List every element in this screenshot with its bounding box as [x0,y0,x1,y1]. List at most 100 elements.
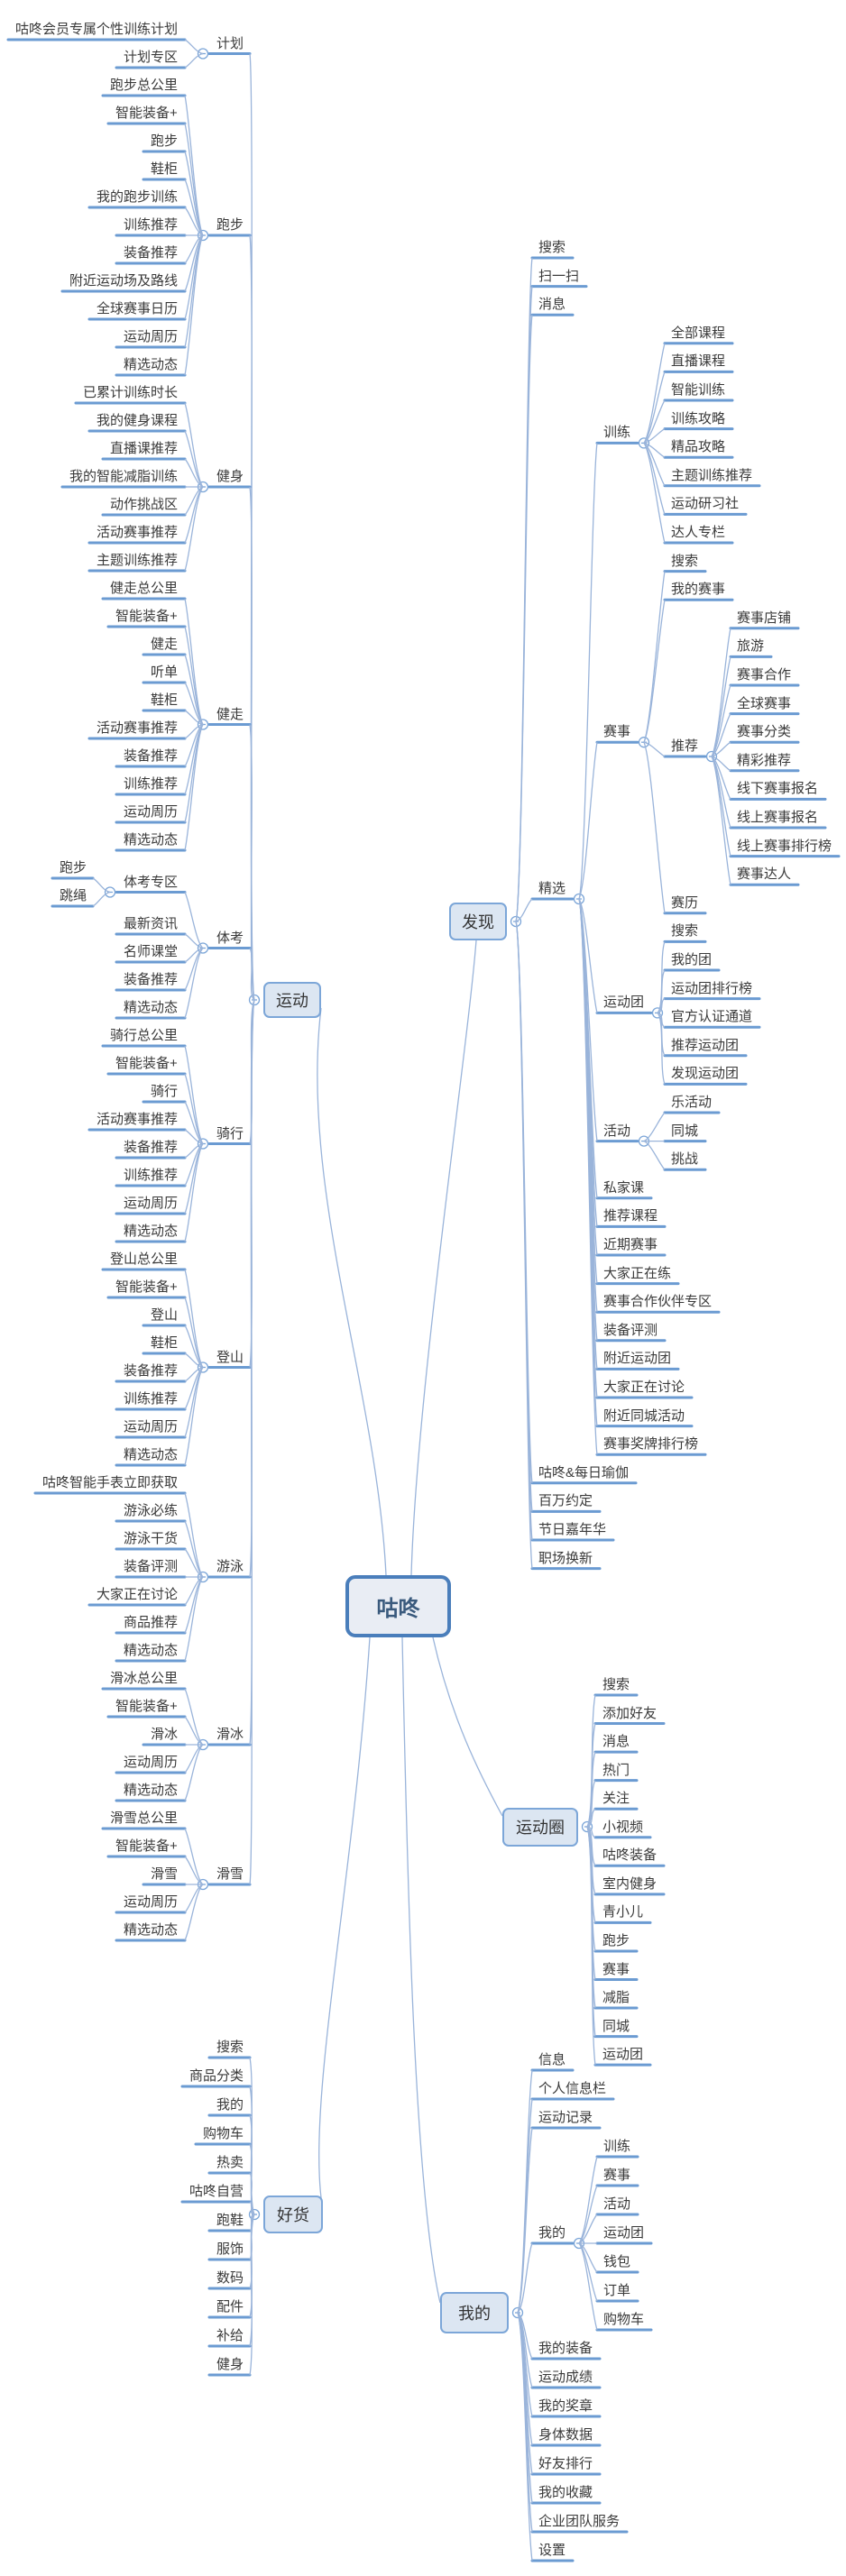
topic-label[interactable]: 智能装备+ [115,1056,178,1071]
topic-label[interactable]: 活动赛事推荐 [97,525,179,540]
topic-label[interactable]: 热卖 [216,2155,244,2170]
topic-label[interactable]: 推荐课程 [603,1208,658,1224]
topic-label[interactable]: 小视频 [602,1819,644,1835]
topic-label[interactable]: 跑鞋 [216,2213,244,2228]
topic-label[interactable]: 听单 [151,665,179,680]
topic-label[interactable]: 主题训练推荐 [671,467,753,483]
topic-label[interactable]: 青小儿 [602,1904,644,1921]
topic-label[interactable]: 运动团 [602,2047,644,2063]
topic-label[interactable]: 训练推荐 [124,1168,179,1183]
topic-label[interactable]: 全球赛事日历 [97,301,179,316]
topic-label[interactable]: 附近运动场及路线 [69,273,179,289]
topic-label[interactable]: 购物车 [203,2126,244,2141]
topic-label[interactable]: 运动周历 [124,1419,179,1435]
topic-label[interactable]: 旅游 [737,638,765,655]
central-topic[interactable]: 咕咚 [345,1575,451,1637]
topic-label[interactable]: 信息 [538,2052,566,2067]
branch-topic[interactable]: 好货 [263,2196,323,2233]
topic-label[interactable]: 订单 [603,2283,631,2298]
topic-label[interactable]: 我的收藏 [538,2485,593,2500]
topic-label[interactable]: 跑步 [602,1932,630,1948]
topic-label[interactable]: 装备评测 [603,1322,658,1338]
topic-label[interactable]: 扫一扫 [538,268,580,284]
topic-label[interactable]: 计划 [216,35,244,51]
topic-label[interactable]: 减脂 [602,1990,630,2006]
topic-label[interactable]: 商品分类 [189,2068,244,2084]
topic-label[interactable]: 精彩推荐 [737,752,792,768]
topic-label[interactable]: 健走 [216,706,244,722]
topic-label[interactable]: 装备推荐 [124,1140,179,1155]
topic-label[interactable]: 我的装备 [538,2341,593,2356]
topic-label[interactable]: 最新资讯 [124,916,179,931]
topic-label[interactable]: 钱包 [603,2254,631,2269]
topic-label[interactable]: 健身 [216,2357,244,2372]
topic-label[interactable]: 我的 [538,2225,566,2241]
topic-label[interactable]: 体考专区 [124,874,179,890]
topic-label[interactable]: 配件 [216,2299,244,2315]
topic-label[interactable]: 精选动态 [124,1643,179,1658]
topic-label[interactable]: 我的跑步训练 [97,189,179,205]
topic-label[interactable]: 精选动态 [124,1922,179,1938]
topic-label[interactable]: 赛历 [671,894,699,911]
topic-label[interactable]: 运动团 [603,2225,645,2241]
topic-label[interactable]: 滑雪 [151,1866,179,1882]
topic-label[interactable]: 附近同城活动 [603,1407,685,1424]
topic-label[interactable]: 跑步 [216,217,244,233]
topic-label[interactable]: 精品攻略 [671,439,726,455]
topic-label[interactable]: 名师课堂 [124,944,179,959]
topic-label[interactable]: 活动 [603,1123,631,1139]
topic-label[interactable]: 全部课程 [671,325,726,341]
topic-label[interactable]: 运动周历 [124,1755,179,1770]
branch-topic[interactable]: 运动圈 [502,1807,578,1847]
topic-label[interactable]: 赛事合作伙伴专区 [603,1294,713,1310]
topic-label[interactable]: 滑冰总公里 [110,1671,179,1686]
topic-label[interactable]: 训练 [603,2139,631,2154]
topic-label[interactable]: 咕咚会员专属个性训练计划 [15,22,179,37]
topic-label[interactable]: 智能装备+ [115,1279,178,1295]
topic-label[interactable]: 推荐运动团 [671,1037,740,1053]
topic-label[interactable]: 鞋柜 [151,1335,179,1351]
topic-label[interactable]: 主题训练推荐 [97,553,179,568]
topic-label[interactable]: 企业团队服务 [538,2514,621,2529]
topic-label[interactable]: 跑步 [60,860,87,875]
topic-label[interactable]: 直播课程 [671,353,726,370]
topic-label[interactable]: 运动周历 [124,804,179,820]
topic-label[interactable]: 乐活动 [671,1095,713,1110]
topic-label[interactable]: 精选动态 [124,832,179,848]
topic-label[interactable]: 登山 [216,1349,244,1365]
topic-label[interactable]: 挑战 [671,1151,699,1168]
topic-label[interactable]: 滑冰 [151,1727,179,1742]
topic-label[interactable]: 大家正在讨论 [97,1587,179,1602]
topic-label[interactable]: 体考 [216,930,244,946]
topic-label[interactable]: 计划专区 [124,50,179,65]
topic-label[interactable]: 跑步总公里 [110,78,179,93]
topic-label[interactable]: 滑冰 [216,1727,244,1742]
topic-label[interactable]: 我的团 [671,952,713,967]
topic-label[interactable]: 我的赛事 [671,582,726,598]
topic-label[interactable]: 私家课 [603,1179,645,1196]
topic-label[interactable]: 同城 [671,1123,699,1139]
topic-label[interactable]: 赛事合作 [737,667,792,683]
topic-label[interactable]: 智能装备+ [115,105,178,121]
topic-label[interactable]: 游泳干货 [124,1531,179,1546]
branch-topic[interactable]: 发现 [449,903,507,940]
topic-label[interactable]: 近期赛事 [603,1237,658,1252]
topic-label[interactable]: 消息 [538,297,566,313]
topic-label[interactable]: 发现运动团 [671,1066,740,1082]
topic-label[interactable]: 跳绳 [60,888,87,903]
topic-label[interactable]: 运动研习社 [671,496,740,512]
topic-label[interactable]: 训练推荐 [124,217,179,233]
topic-label[interactable]: 精选动态 [124,1000,179,1015]
topic-label[interactable]: 精选动态 [124,1783,179,1798]
topic-label[interactable]: 大家正在讨论 [603,1380,685,1395]
topic-label[interactable]: 好友排行 [538,2456,593,2471]
topic-label[interactable]: 运动团排行榜 [671,980,753,996]
topic-label[interactable]: 搜索 [602,1677,630,1692]
topic-label[interactable]: 装备评测 [124,1559,179,1574]
topic-label[interactable]: 大家正在练 [603,1265,672,1281]
topic-label[interactable]: 精选动态 [124,357,179,372]
topic-label[interactable]: 商品推荐 [124,1615,179,1630]
topic-label[interactable]: 购物车 [603,2312,645,2327]
topic-label[interactable]: 咕咚装备 [602,1847,657,1864]
topic-label[interactable]: 补给 [216,2328,244,2343]
